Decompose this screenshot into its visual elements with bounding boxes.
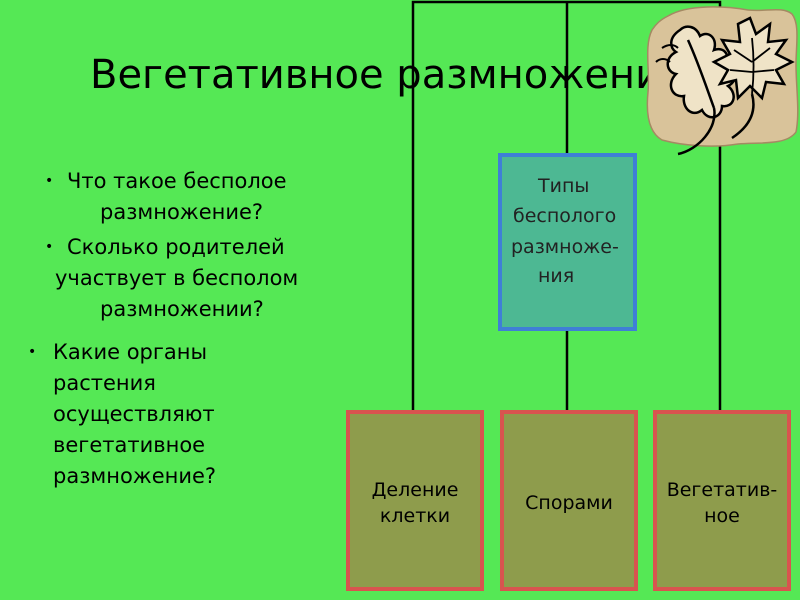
type-label: Спорами: [504, 491, 634, 516]
root-line: бесполого: [513, 203, 616, 229]
root-line: Типы: [538, 173, 589, 199]
type-box-cell-division: Деление клетки: [346, 410, 484, 591]
type-label: клетки: [350, 504, 480, 529]
type-label: Вегетатив-: [657, 478, 787, 503]
root-types-box: Типы бесполого размноже- ния: [498, 153, 637, 331]
type-label: ное: [657, 504, 787, 529]
root-line: размноже-: [511, 234, 619, 260]
type-box-vegetative: Вегетатив- ное: [653, 410, 791, 591]
autumn-leaves-art: [640, 0, 800, 165]
root-line: ния: [538, 263, 574, 289]
type-label: Деление: [350, 478, 480, 503]
type-box-spores: Спорами: [500, 410, 638, 591]
